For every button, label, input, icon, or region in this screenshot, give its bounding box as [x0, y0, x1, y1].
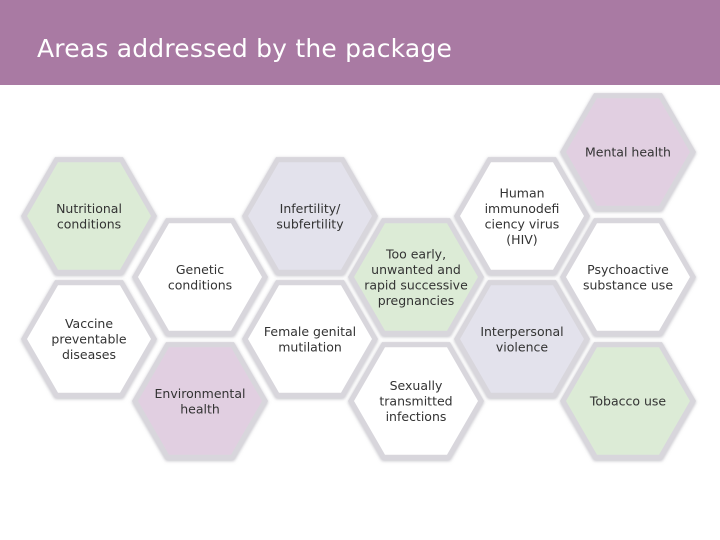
hexagon-fill — [138, 223, 262, 331]
hexagon-label-line: unwanted and — [371, 262, 461, 277]
hexagon-label-line: Vaccine — [65, 316, 113, 331]
hexagon-label-line: Sexually — [390, 378, 443, 393]
hexagon-label-line: Environmental — [155, 386, 246, 401]
hexagon-label-line: preventable — [51, 332, 126, 347]
hexagon-label-line: Female genital — [264, 324, 356, 339]
hexagon-label-line: violence — [496, 339, 548, 354]
hexagon-fill — [460, 285, 584, 393]
hexagon-fill — [248, 162, 372, 270]
hexagon-label-line: Human — [499, 185, 544, 200]
hexagon-label-line: substance use — [583, 277, 673, 292]
hexagon-label-line: Interpersonal — [480, 324, 563, 339]
hexagon-label-line: rapid successive — [364, 277, 468, 292]
hexagon-label-line: Nutritional — [56, 201, 122, 216]
hexagon-fill — [566, 223, 690, 331]
hexagon-label-line: Infertility/ — [280, 201, 341, 216]
hexagon-infertility-subfertility: Infertility/subfertility — [242, 157, 378, 275]
hexagon-label-line: Too early, — [385, 246, 446, 261]
hexagon-label-line: infections — [386, 409, 447, 424]
hexagon-fill — [27, 162, 151, 270]
hexagon-label: Tobacco use — [589, 394, 667, 409]
hexagon-fill — [138, 347, 262, 455]
hexagon-label: Mental health — [585, 145, 671, 160]
hexagon-label-line: transmitted — [379, 394, 452, 409]
hexagon-label-line: Psychoactive — [587, 262, 669, 277]
hexagon-fill — [566, 98, 690, 206]
hexagon-label-line: health — [180, 401, 220, 416]
hexagon-label-line: diseases — [62, 347, 116, 362]
hexagon-label-line: Mental health — [585, 145, 671, 160]
hexagon-label-line: Tobacco use — [589, 394, 667, 409]
hexagon-fill — [460, 162, 584, 270]
hexagon-label-line: immunodefi — [485, 201, 560, 216]
hexagon-label-line: conditions — [168, 277, 232, 292]
title-bar: Areas addressed by the package — [0, 0, 720, 85]
hexagon-label-line: mutilation — [278, 339, 342, 354]
hexagon-label: Infertility/subfertility — [276, 201, 344, 232]
hexagon-label-line: (HIV) — [506, 232, 537, 247]
slide-title: Areas addressed by the package — [37, 34, 453, 63]
hexagon-mental-health: Mental health — [560, 93, 696, 211]
hexagon-fill — [248, 285, 372, 393]
hexagon-fill — [354, 223, 478, 331]
hexagon-fill — [566, 347, 690, 455]
hexagon-label-line: pregnancies — [378, 293, 454, 308]
hexagon-fill — [27, 285, 151, 393]
hexagon-fill — [354, 347, 478, 455]
hexagon-label-line: subfertility — [276, 216, 344, 231]
hexagon-label-line: ciency virus — [485, 216, 560, 231]
hexagon-tobacco-use: Tobacco use — [560, 342, 696, 460]
hexagon-label-line: conditions — [57, 216, 121, 231]
hexagon-label-line: Genetic — [176, 262, 224, 277]
